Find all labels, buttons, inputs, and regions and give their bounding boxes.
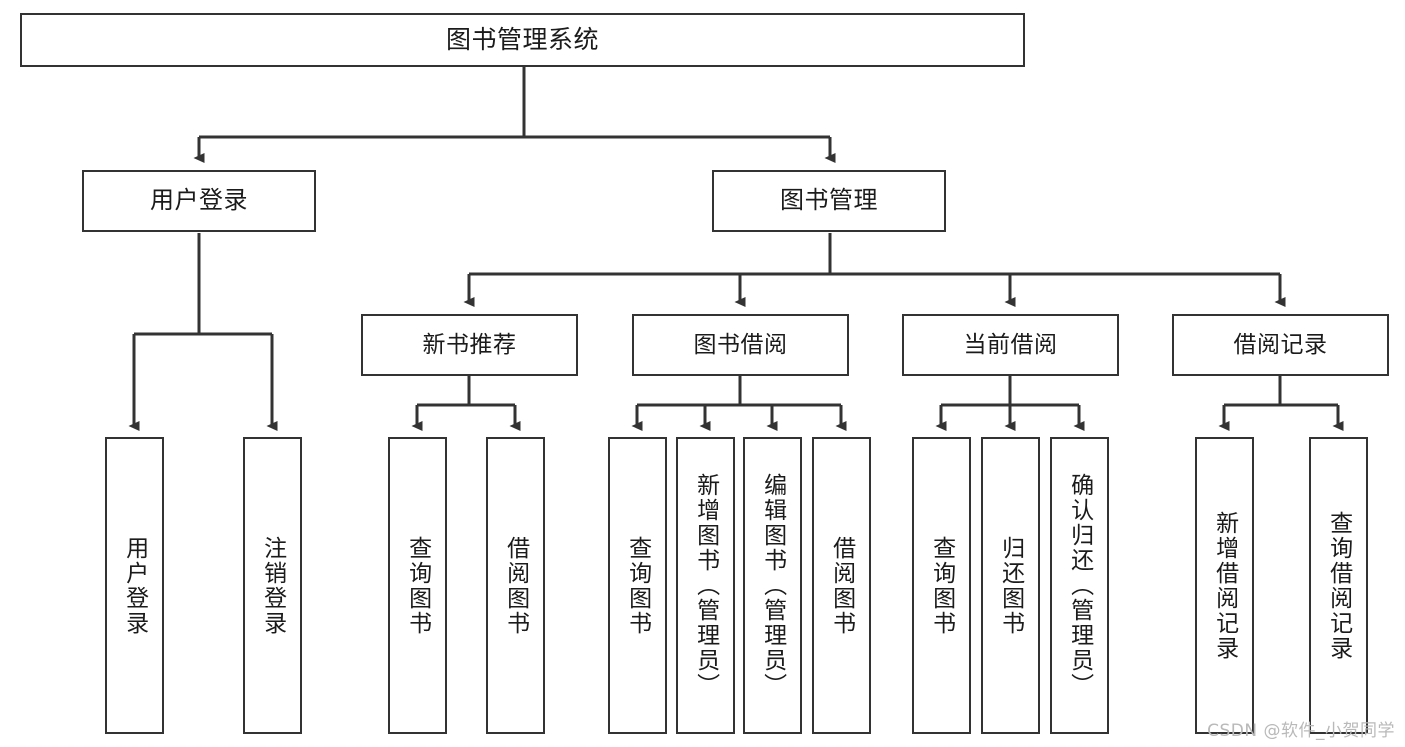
node-label: 新增图书（管理员） <box>692 473 719 698</box>
leaf-new-book-query[interactable]: 查询图书 <box>388 437 447 734</box>
node-label: 图书借阅 <box>693 331 788 358</box>
leaf-current-borrow-query[interactable]: 查询图书 <box>912 437 971 734</box>
node-label: 确认归还（管理员） <box>1066 473 1093 698</box>
node-new-book-recommend[interactable]: 新书推荐 <box>361 314 578 376</box>
node-label: 新书推荐 <box>422 331 517 358</box>
node-label: 注销登录 <box>259 535 286 636</box>
node-label: 图书管理系统 <box>445 24 599 54</box>
node-label: 查询借阅记录 <box>1325 510 1352 661</box>
node-label: 用户登录 <box>121 535 148 636</box>
leaf-user-login-login[interactable]: 用户登录 <box>105 437 164 734</box>
node-label: 查询图书 <box>404 535 431 636</box>
node-label: 编辑图书（管理员） <box>759 473 786 698</box>
node-user-login[interactable]: 用户登录 <box>82 170 316 232</box>
leaf-book-borrow-query[interactable]: 查询图书 <box>608 437 667 734</box>
leaf-book-borrow-edit[interactable]: 编辑图书（管理员） <box>743 437 802 734</box>
node-label: 用户登录 <box>150 186 248 215</box>
node-label: 借阅图书 <box>828 535 855 636</box>
node-current-borrow[interactable]: 当前借阅 <box>902 314 1119 376</box>
node-book-borrow[interactable]: 图书借阅 <box>632 314 849 376</box>
leaf-book-borrow-add[interactable]: 新增图书（管理员） <box>676 437 735 734</box>
leaf-book-borrow-borrow[interactable]: 借阅图书 <box>812 437 871 734</box>
node-book-management[interactable]: 图书管理 <box>712 170 946 232</box>
node-label: 当前借阅 <box>963 331 1058 358</box>
leaf-new-book-borrow[interactable]: 借阅图书 <box>486 437 545 734</box>
node-label: 查询图书 <box>928 535 955 636</box>
node-label: 查询图书 <box>624 535 651 636</box>
node-label: 图书管理 <box>780 186 878 215</box>
leaf-current-borrow-confirm-return[interactable]: 确认归还（管理员） <box>1050 437 1109 734</box>
leaf-user-login-logout[interactable]: 注销登录 <box>243 437 302 734</box>
node-label: 借阅图书 <box>502 535 529 636</box>
leaf-current-borrow-return[interactable]: 归还图书 <box>981 437 1040 734</box>
node-root-book-management-system[interactable]: 图书管理系统 <box>20 13 1025 67</box>
node-label: 归还图书 <box>997 535 1024 636</box>
node-label: 借阅记录 <box>1233 331 1328 358</box>
leaf-borrow-record-query[interactable]: 查询借阅记录 <box>1309 437 1368 734</box>
node-borrow-record[interactable]: 借阅记录 <box>1172 314 1389 376</box>
node-label: 新增借阅记录 <box>1211 510 1238 661</box>
leaf-borrow-record-add[interactable]: 新增借阅记录 <box>1195 437 1254 734</box>
